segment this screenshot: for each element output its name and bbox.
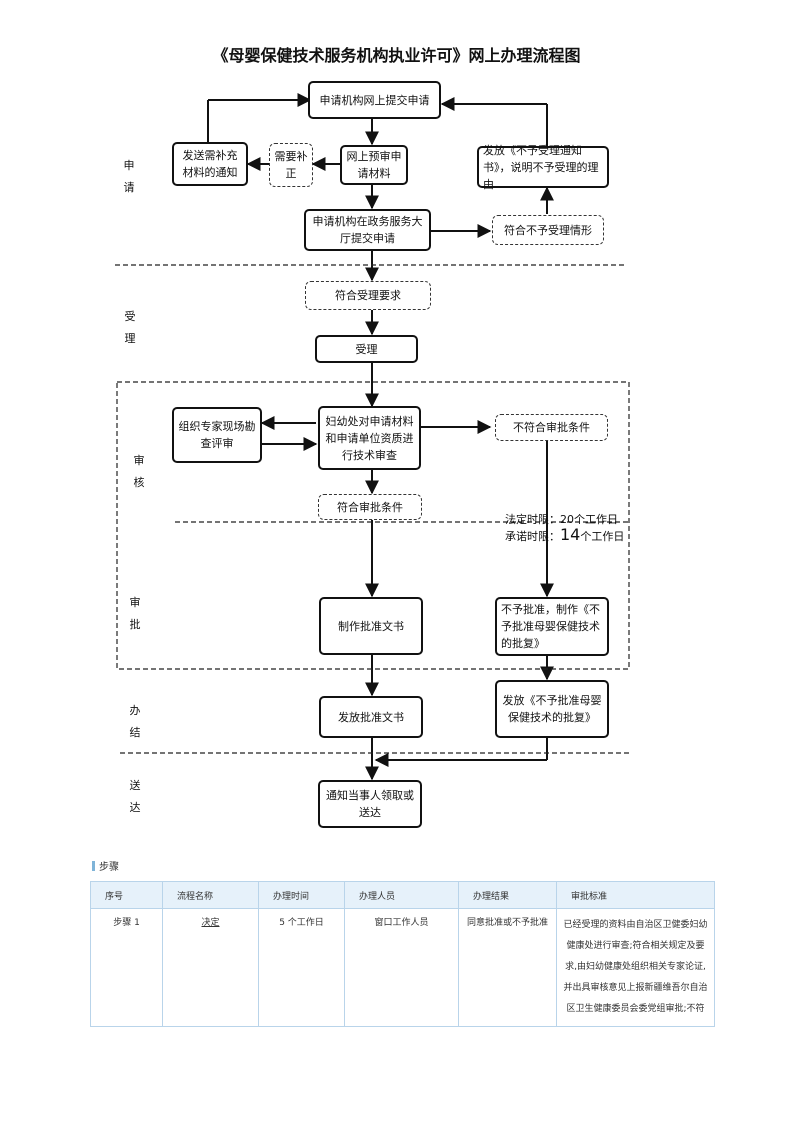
box-submit-online: 申请机构网上提交申请 xyxy=(308,81,441,119)
box-issue-approval: 发放批准文书 xyxy=(319,696,423,738)
box-make-reject: 不予批准，制作《不予批准母婴保健技术的批复》 xyxy=(495,597,609,656)
stage-label-finish: 办结 xyxy=(129,704,141,739)
page-title: 《母婴保健技术服务机构执业许可》网上办理流程图 xyxy=(212,46,581,65)
cell-step-standard: 已经受理的资料由自治区卫健委妇幼健康处进行审查;符合相关规定及要求,由妇幼健康处… xyxy=(556,908,715,1027)
review-approve-region xyxy=(116,381,630,670)
col-header-staff: 办理人员 xyxy=(344,881,459,909)
box-meets-approval: 符合审批条件 xyxy=(318,494,422,520)
col-header-name: 流程名称 xyxy=(162,881,259,909)
promise-time-limit: 承诺时限：14个工作日 xyxy=(505,525,625,544)
box-submit-hall: 申请机构在政务服务大厅提交申请 xyxy=(304,209,431,251)
steps-table: 序号 流程名称 办理时间 办理人员 办理结果 审批标准 步骤 1 决定 5 个工… xyxy=(90,881,715,1027)
col-header-result: 办理结果 xyxy=(458,881,557,909)
box-need-correction: 需要补正 xyxy=(269,143,313,187)
col-header-standard: 审批标准 xyxy=(556,881,715,909)
col-header-no: 序号 xyxy=(90,881,163,909)
cell-step-no: 步骤 1 xyxy=(90,908,163,1027)
box-notice-reject: 发放《不予受理通知书》，说明不予受理的理由 xyxy=(477,144,609,191)
table-row: 步骤 1 决定 5 个工作日 窗口工作人员 同意批准或不予批准 已经受理的资料由… xyxy=(90,908,715,1027)
col-header-time: 办理时间 xyxy=(258,881,345,909)
box-tech-review: 妇幼处对申请材料和申请单位资质进行技术审查 xyxy=(318,406,421,470)
box-accept: 受理 xyxy=(315,335,418,363)
cell-step-result: 同意批准或不予批准 xyxy=(458,908,557,1027)
step-name-link[interactable]: 决定 xyxy=(201,918,220,928)
box-send-supplement: 发送需补充材料的通知 xyxy=(172,142,248,186)
box-not-meet-approval: 不符合审批条件 xyxy=(495,414,608,441)
time-limit-note: 法定时限：20个工作日 承诺时限：14个工作日 xyxy=(505,512,624,544)
box-meets-accept: 符合受理要求 xyxy=(305,281,431,310)
cell-step-name: 决定 xyxy=(162,908,259,1027)
stage-label-accept: 受理 xyxy=(124,310,136,345)
stage-label-approve: 审批 xyxy=(129,596,141,631)
steps-heading: 步骤 xyxy=(92,858,119,873)
stage-label-review: 审核 xyxy=(133,454,145,489)
box-notify: 通知当事人领取或送达 xyxy=(318,780,422,828)
cell-step-staff: 窗口工作人员 xyxy=(344,908,459,1027)
cell-step-time: 5 个工作日 xyxy=(258,908,345,1027)
box-expert-review: 组织专家现场勘查评审 xyxy=(172,407,262,463)
stage-label-deliver: 送达 xyxy=(129,779,141,814)
box-not-accept-case: 符合不予受理情形 xyxy=(492,215,604,245)
box-make-approval: 制作批准文书 xyxy=(319,597,423,655)
steps-table-header: 序号 流程名称 办理时间 办理人员 办理结果 审批标准 xyxy=(90,881,715,909)
stage-label-apply: 申请 xyxy=(123,159,135,194)
box-issue-reject: 发放《不予批准母婴保健技术的批复》 xyxy=(495,680,609,738)
legal-time-limit: 法定时限：20个工作日 xyxy=(505,513,618,526)
flow-connectors xyxy=(115,93,630,781)
box-online-precheck: 网上预审申请材料 xyxy=(340,145,408,185)
